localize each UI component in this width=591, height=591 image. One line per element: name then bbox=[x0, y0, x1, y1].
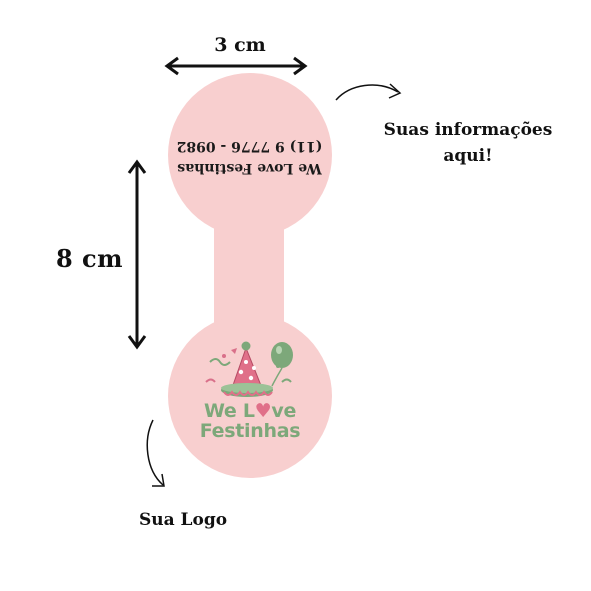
tag-info-phone: (11) 9 7776 - 0982 bbox=[176, 138, 323, 154]
logo-title-line1: We L♥ve bbox=[170, 401, 330, 422]
logo-graphic bbox=[205, 341, 293, 397]
info-pointer-arrow bbox=[335, 83, 402, 101]
logo-pointer-arrow bbox=[146, 419, 165, 487]
logo-title-part1: We L bbox=[203, 400, 255, 422]
logo-annotation: Sua Logo bbox=[138, 510, 228, 530]
info-annotation-line1: Suas informações bbox=[383, 120, 553, 140]
info-annotation-line2: aqui! bbox=[443, 146, 493, 166]
height-label: 8 cm bbox=[56, 244, 124, 273]
heart-icon: ♥ bbox=[254, 400, 272, 422]
width-arrow bbox=[164, 56, 308, 76]
info-annotation: Suas informações aqui! bbox=[368, 117, 568, 169]
width-label: 3 cm bbox=[214, 34, 266, 56]
logo-title-part2: ve bbox=[271, 400, 297, 422]
height-arrow bbox=[127, 159, 147, 350]
logo-title-line2: Festinhas bbox=[199, 420, 301, 442]
tag-info-text: We Love Festinhas (11) 9 7776 - 0982 bbox=[167, 135, 332, 179]
tag-info-name: We Love Festinhas bbox=[177, 160, 322, 176]
